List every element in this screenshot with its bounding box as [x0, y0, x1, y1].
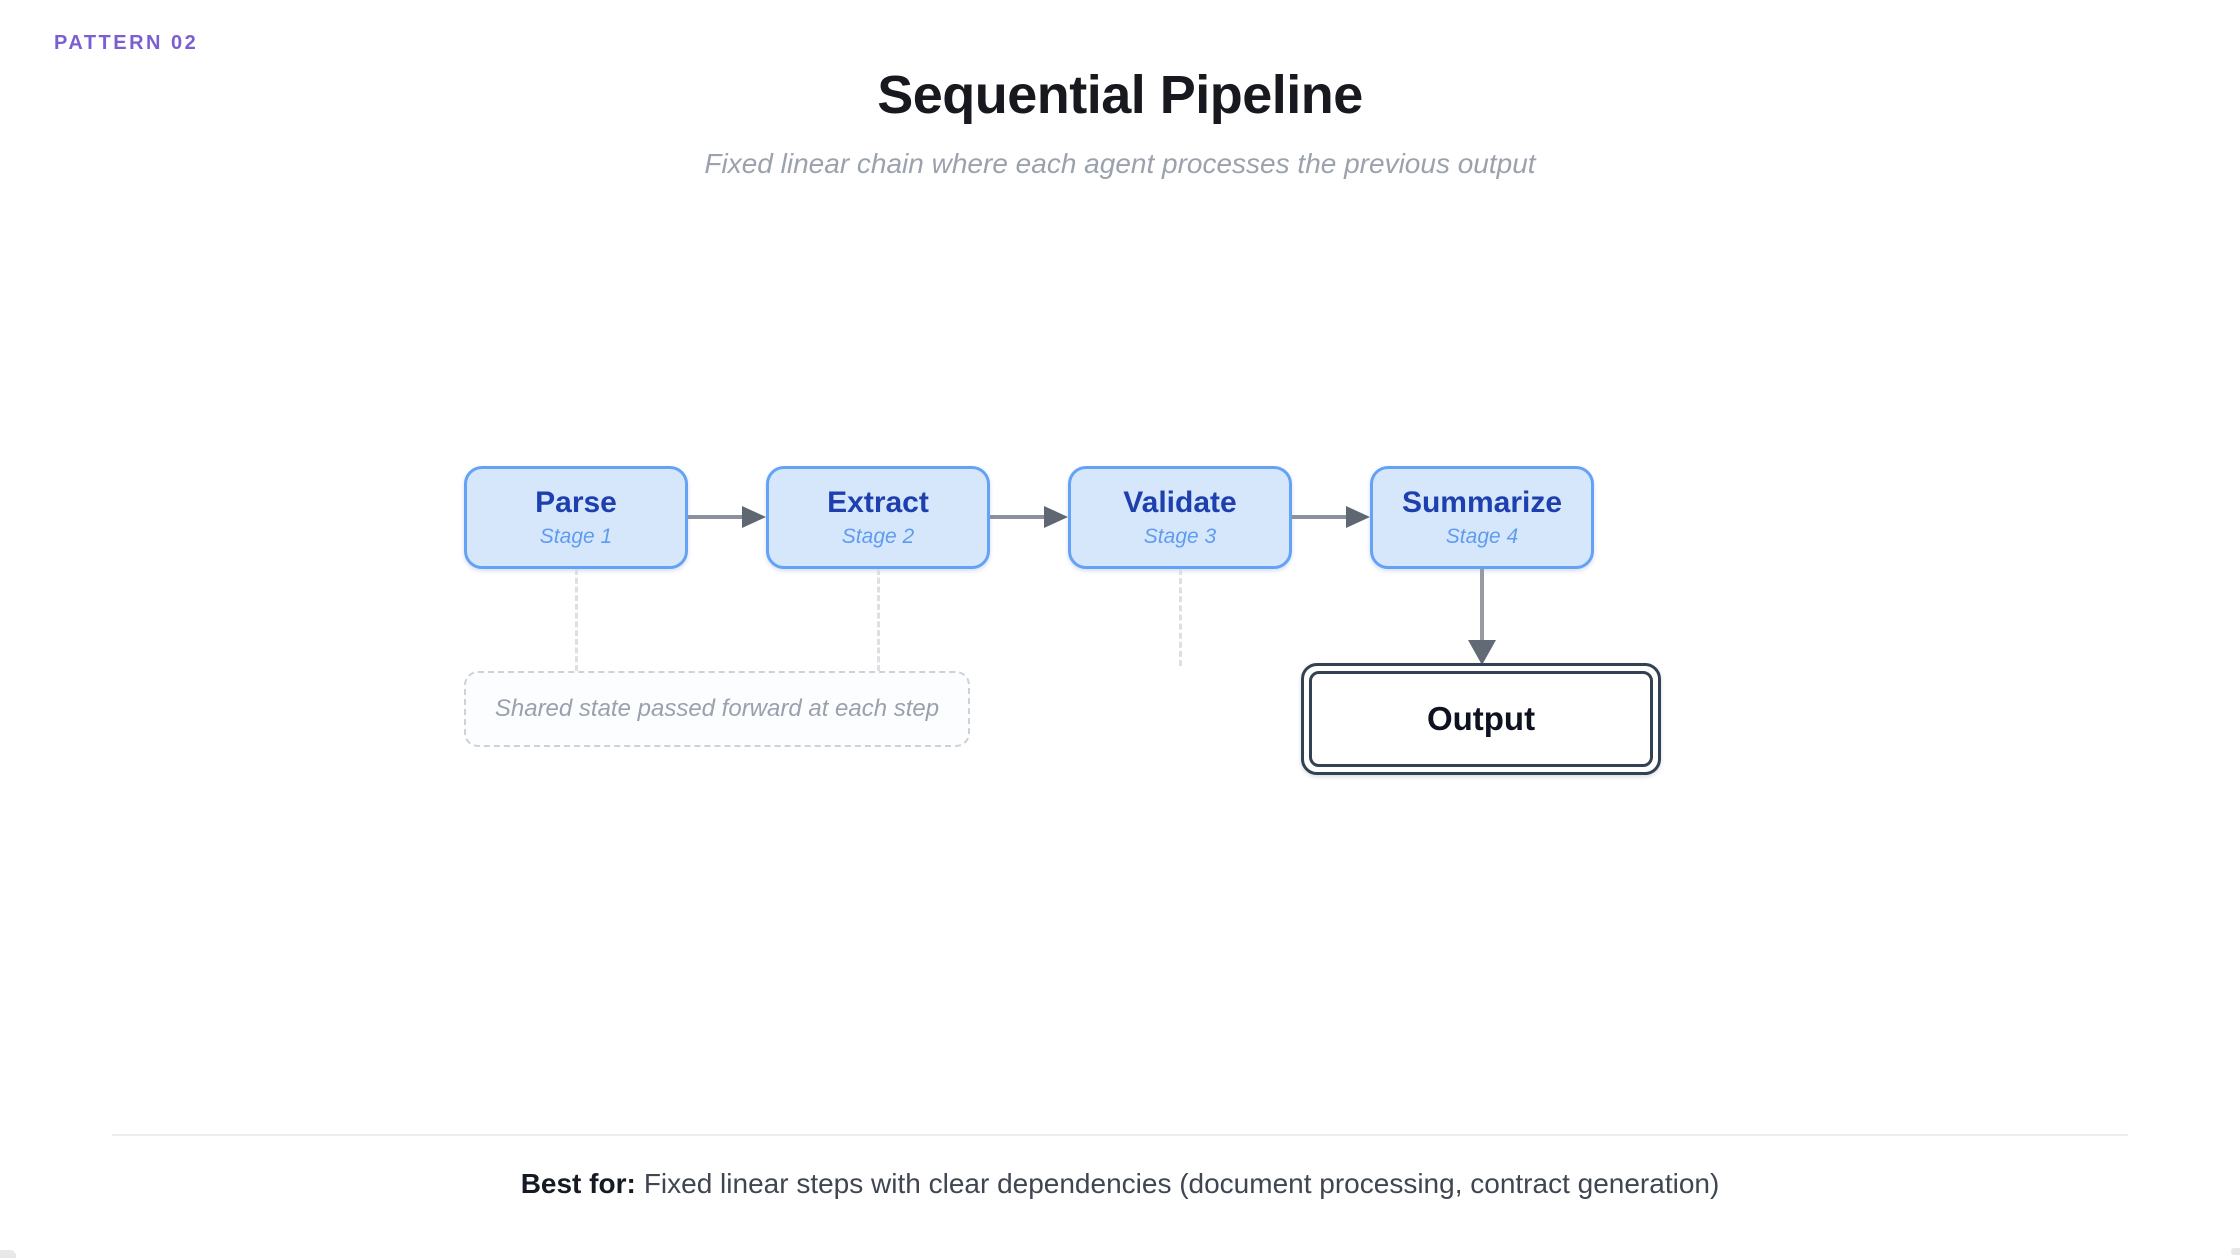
- stage-label: Stage 1: [539, 524, 613, 548]
- stage-node-extract: Extract Stage 2: [766, 466, 990, 569]
- dashed-connector-validate: [1179, 569, 1182, 666]
- corner-fragment: [0, 1250, 16, 1258]
- stage-label: Stage 3: [1143, 524, 1217, 548]
- shared-state-note: Shared state passed forward at each step: [464, 671, 970, 747]
- arrowhead-right-icon: [742, 506, 766, 528]
- output-node: Output: [1301, 663, 1661, 775]
- arrowhead-down-icon: [1468, 640, 1496, 665]
- arrowhead-right-icon: [1346, 506, 1370, 528]
- best-for-text: Fixed linear steps with clear dependenci…: [643, 1168, 1720, 1199]
- footer-divider: [112, 1134, 2128, 1136]
- stage-node-validate: Validate Stage 3: [1068, 466, 1292, 569]
- corner-fragment: [2231, 1248, 2240, 1255]
- arrow-line: [688, 515, 744, 519]
- stage-name: Extract: [827, 486, 929, 520]
- stage-label: Stage 2: [841, 524, 915, 548]
- page-title: Sequential Pipeline: [877, 65, 1363, 125]
- dashed-connector-parse: [575, 569, 578, 671]
- stage-label: Stage 4: [1445, 524, 1519, 548]
- page-subtitle: Fixed linear chain where each agent proc…: [704, 148, 1536, 179]
- arrowhead-right-icon: [1044, 506, 1068, 528]
- stage-name: Summarize: [1401, 486, 1563, 520]
- stage-name: Parse: [535, 486, 617, 520]
- best-for-label: Best for:: [520, 1168, 636, 1199]
- stage-node-parse: Parse Stage 1: [464, 466, 688, 569]
- output-label: Output: [1309, 671, 1653, 767]
- output-arrow-line: [1480, 569, 1484, 641]
- arrow-line: [1292, 515, 1348, 519]
- footer-note: Best for:Fixed linear steps with clear d…: [0, 1168, 2240, 1200]
- stage-node-summarize: Summarize Stage 4: [1370, 466, 1594, 569]
- pattern-badge: PATTERN 02: [54, 32, 199, 54]
- arrow-line: [990, 515, 1046, 519]
- stage-name: Validate: [1123, 486, 1237, 520]
- dashed-connector-extract: [877, 569, 880, 671]
